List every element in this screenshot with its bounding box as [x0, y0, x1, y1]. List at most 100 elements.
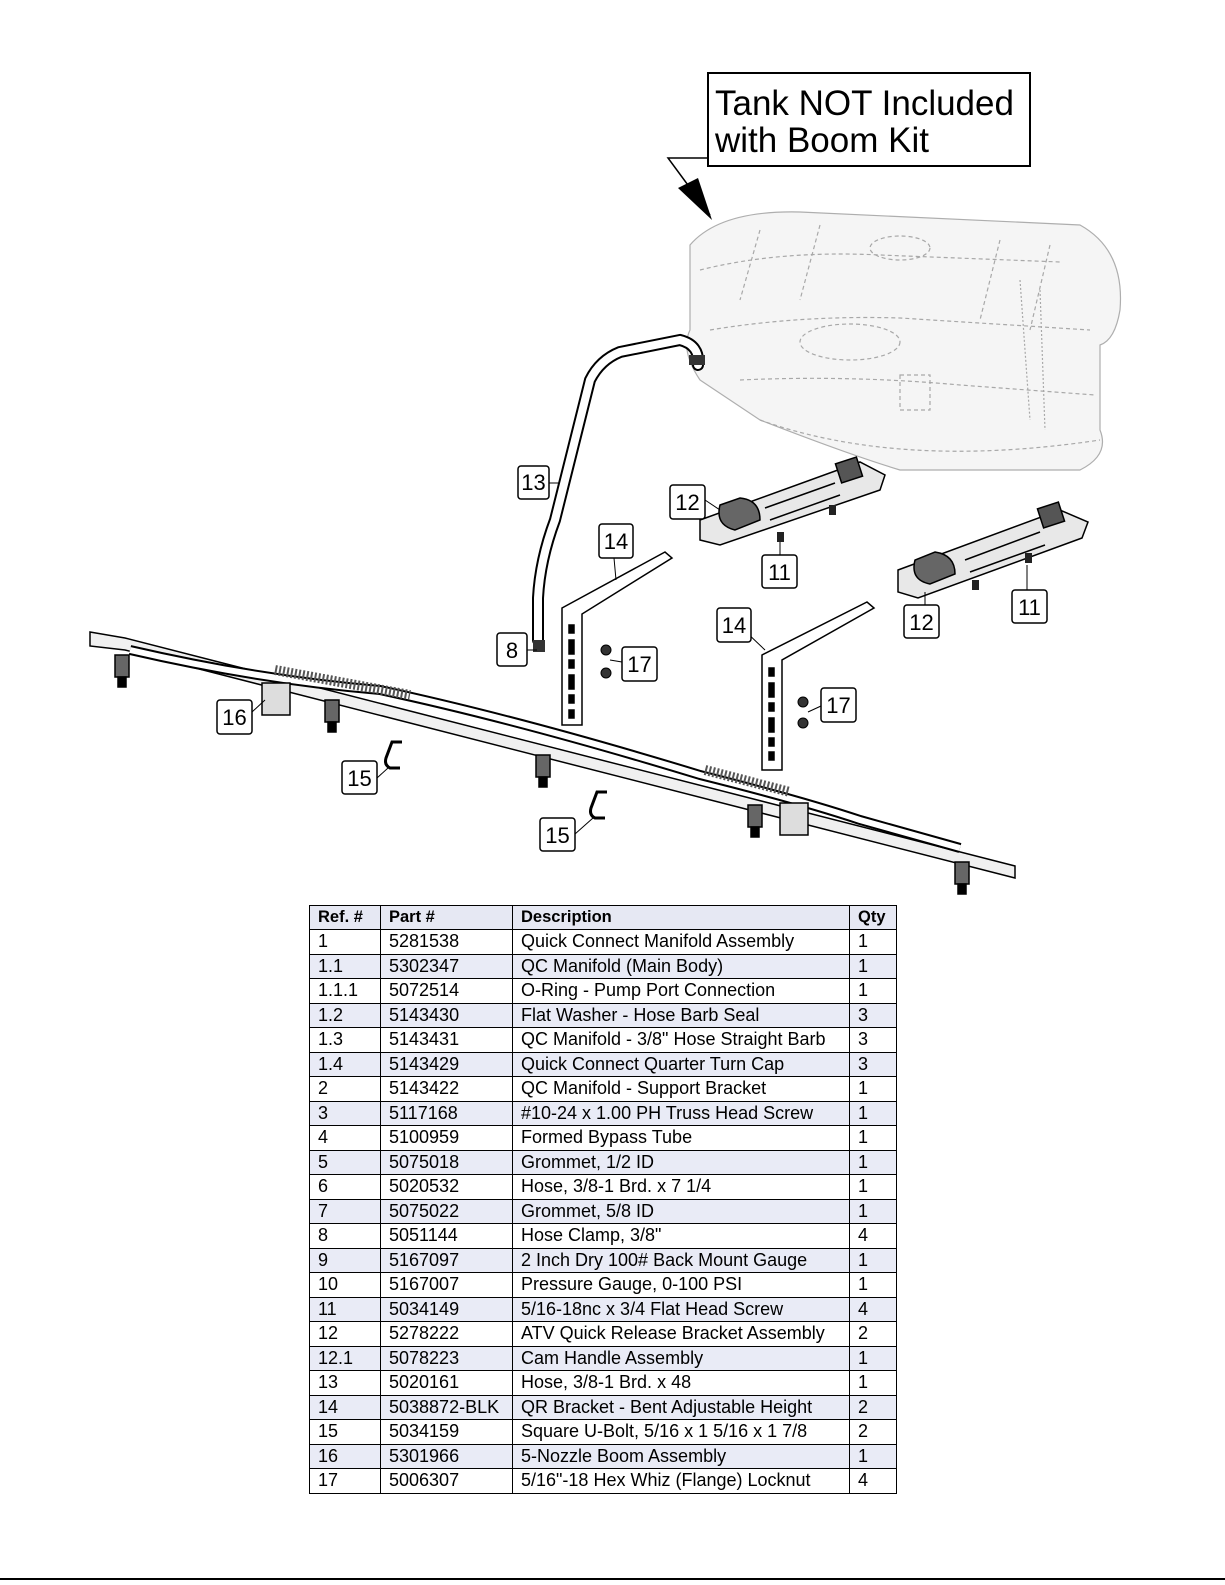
u-bolts-15: [384, 740, 607, 820]
cell-qty: 2: [849, 1419, 897, 1445]
tank-ghost: [686, 211, 1122, 471]
svg-text:13: 13: [521, 470, 545, 495]
quick-release-bracket-upper: [699, 456, 886, 546]
cell-part: 5117168: [380, 1100, 513, 1126]
svg-text:12: 12: [675, 490, 699, 515]
cell-qty: 1: [849, 1345, 897, 1371]
cell-ref: 8: [309, 1223, 381, 1249]
cell-part: 5072514: [380, 978, 513, 1004]
cell-qty: 1: [849, 1076, 897, 1102]
cell-ref: 14: [309, 1394, 381, 1420]
cell-qty: 3: [849, 1027, 897, 1053]
cell-qty: 4: [849, 1296, 897, 1322]
cell-part: 5278222: [380, 1321, 513, 1347]
cell-ref: 1.2: [309, 1002, 381, 1028]
cell-part: 5034159: [380, 1419, 513, 1445]
cell-part: 5051144: [380, 1223, 513, 1249]
callout-12-upper: 12: [669, 484, 706, 520]
callout-17-right: 17: [820, 687, 857, 723]
locknuts-17: [600, 644, 809, 729]
cell-part: 5143422: [380, 1076, 513, 1102]
callout-13: 13: [517, 465, 550, 500]
cell-desc: 5-Nozzle Boom Assembly: [512, 1443, 850, 1469]
cell-ref: 15: [309, 1419, 381, 1445]
cell-desc: QC Manifold (Main Body): [512, 953, 850, 979]
callout-15-right: 15: [539, 817, 576, 852]
cell-desc: 5/16"-18 Hex Whiz (Flange) Locknut: [512, 1468, 850, 1494]
callout-16: 16: [216, 699, 253, 735]
cell-ref: 1.1.1: [309, 978, 381, 1004]
callout-12-lower: 12: [903, 604, 940, 639]
cell-desc: Quick Connect Quarter Turn Cap: [512, 1051, 850, 1077]
cell-ref: 16: [309, 1443, 381, 1469]
cell-part: 5143429: [380, 1051, 513, 1077]
flat-head-screws-11: [777, 505, 1032, 590]
cell-desc: Grommet, 5/8 ID: [512, 1198, 850, 1224]
cell-desc: Cam Handle Assembly: [512, 1345, 850, 1371]
callout-15-left: 15: [341, 760, 378, 795]
cell-ref: 7: [309, 1198, 381, 1224]
exploded-parts-diagram: Tank NOT Included with Boom Kit: [89, 72, 1122, 895]
header-part: Part #: [380, 905, 513, 930]
cell-ref: 17: [309, 1468, 381, 1494]
callout-14-right: 14: [716, 607, 752, 643]
header-qty: Qty: [849, 905, 897, 930]
cell-ref: 1.1: [309, 953, 381, 979]
header-ref: Ref. #: [309, 905, 381, 930]
cell-ref: 3: [309, 1100, 381, 1126]
qr-bracket-right: [761, 601, 876, 771]
svg-text:14: 14: [604, 529, 628, 554]
cell-ref: 1.4: [309, 1051, 381, 1077]
svg-text:11: 11: [768, 560, 791, 585]
cell-qty: 3: [849, 1051, 897, 1077]
cell-qty: 2: [849, 1394, 897, 1420]
cell-desc: Hose Clamp, 3/8": [512, 1223, 850, 1249]
cell-part: 5075018: [380, 1149, 513, 1175]
cell-qty: 1: [849, 1272, 897, 1298]
cell-qty: 1: [849, 978, 897, 1004]
qr-bracket-left: [561, 551, 674, 726]
cell-ref: 2: [309, 1076, 381, 1102]
cell-qty: 1: [849, 953, 897, 979]
cell-desc: 5/16-18nc x 3/4 Flat Head Screw: [512, 1296, 850, 1322]
cell-part: 5006307: [380, 1468, 513, 1494]
cell-desc: ATV Quick Release Bracket Assembly: [512, 1321, 850, 1347]
boom-assembly-16: [89, 631, 1016, 895]
cell-desc: #10-24 x 1.00 PH Truss Head Screw: [512, 1100, 850, 1126]
quick-release-bracket-lower: [897, 501, 1089, 599]
svg-text:8: 8: [506, 638, 518, 663]
svg-text:17: 17: [826, 693, 850, 718]
cell-qty: 1: [849, 1247, 897, 1273]
callout-17-left: 17: [621, 646, 658, 682]
cell-part: 5020532: [380, 1174, 513, 1200]
cell-part: 5020161: [380, 1370, 513, 1396]
cell-part: 5301966: [380, 1443, 513, 1469]
cell-part: 5143431: [380, 1027, 513, 1053]
cell-part: 5167007: [380, 1272, 513, 1298]
cell-part: 5075022: [380, 1198, 513, 1224]
cell-ref: 11: [309, 1296, 381, 1322]
svg-text:17: 17: [627, 652, 651, 677]
cell-qty: 1: [849, 929, 897, 955]
cell-qty: 3: [849, 1002, 897, 1028]
cell-qty: 1: [849, 1149, 897, 1175]
cell-desc: Square U-Bolt, 5/16 x 1 5/16 x 1 7/8: [512, 1419, 850, 1445]
cell-desc: Grommet, 1/2 ID: [512, 1149, 850, 1175]
